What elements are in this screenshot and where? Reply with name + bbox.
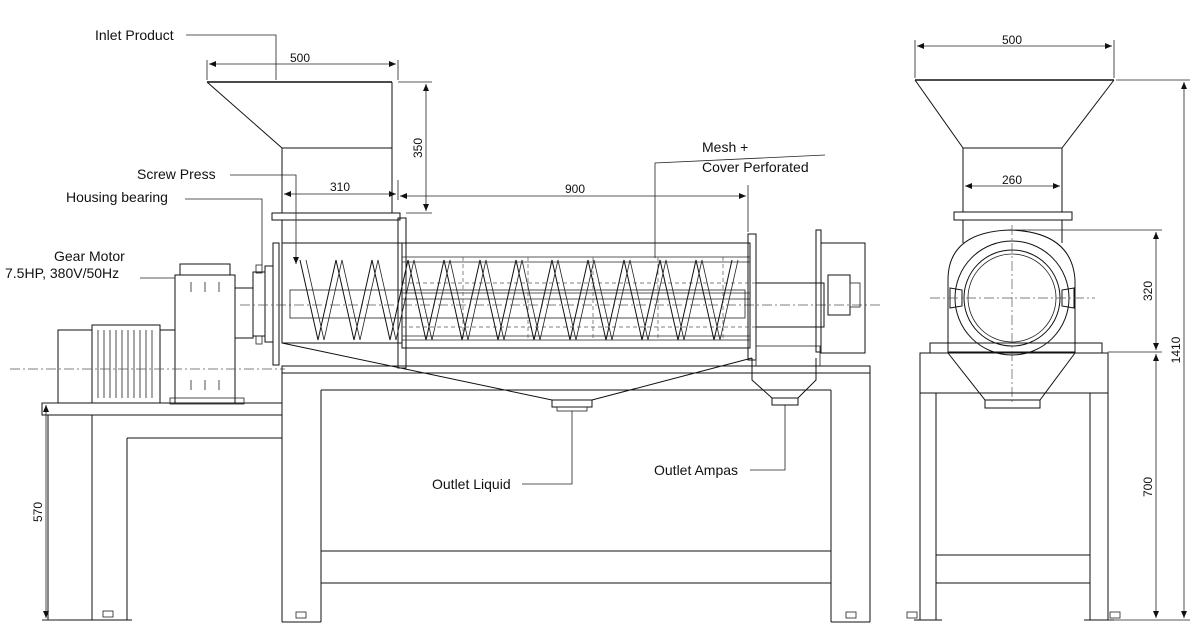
label-outlet-liquid: Outlet Liquid <box>432 476 511 492</box>
dim-inlet-length: 310 <box>330 180 350 194</box>
motor-stand <box>41 402 283 621</box>
ampas-chute <box>751 358 817 406</box>
dim-overall-height: 1410 <box>1169 336 1183 363</box>
end-view: 500 260 320 700 1410 <box>906 33 1190 621</box>
dim-housing-height-end: 320 <box>1141 281 1155 301</box>
label-screw-press: Screw Press <box>137 166 216 182</box>
dim-hopper-width-end: 500 <box>1002 33 1022 47</box>
gearbox <box>169 263 254 405</box>
screw-flights <box>289 259 746 341</box>
end-housing <box>929 225 1103 409</box>
dim-throat-width-end: 260 <box>1002 173 1022 187</box>
label-gear-motor-spec: 7.5HP, 380V/50Hz <box>5 265 119 281</box>
dim-frame-height-end: 700 <box>1141 477 1155 497</box>
callout-leaders <box>140 34 826 485</box>
dim-screen-length: 900 <box>565 182 585 196</box>
end-dimensions: 500 260 320 700 1410 <box>914 33 1190 621</box>
electric-motor <box>57 324 176 404</box>
dim-leg-height-motor: 570 <box>31 502 45 522</box>
screw-barrel <box>281 217 866 369</box>
label-gear-motor: Gear Motor <box>54 248 125 264</box>
end-hopper <box>914 79 1115 243</box>
hopper <box>206 81 401 243</box>
end-frame <box>906 352 1121 621</box>
side-dimensions: 500 350 310 900 570 <box>31 51 749 621</box>
main-frame <box>281 365 871 623</box>
label-outlet-ampas: Outlet Ampas <box>654 462 738 478</box>
housing-bearing <box>252 242 280 366</box>
label-mesh: Mesh + <box>702 139 748 155</box>
callout-labels: Inlet Product Screw Press Housing bearin… <box>5 27 809 492</box>
label-inlet-product: Inlet Product <box>95 27 174 43</box>
dim-hopper-height: 350 <box>411 138 425 158</box>
liquid-tray <box>281 342 753 412</box>
label-housing-bearing: Housing bearing <box>66 189 168 205</box>
label-cover-perforated: Cover Perforated <box>702 159 809 175</box>
dim-hopper-width-side: 500 <box>290 51 310 65</box>
side-view: 500 350 310 900 570 <box>5 27 880 623</box>
